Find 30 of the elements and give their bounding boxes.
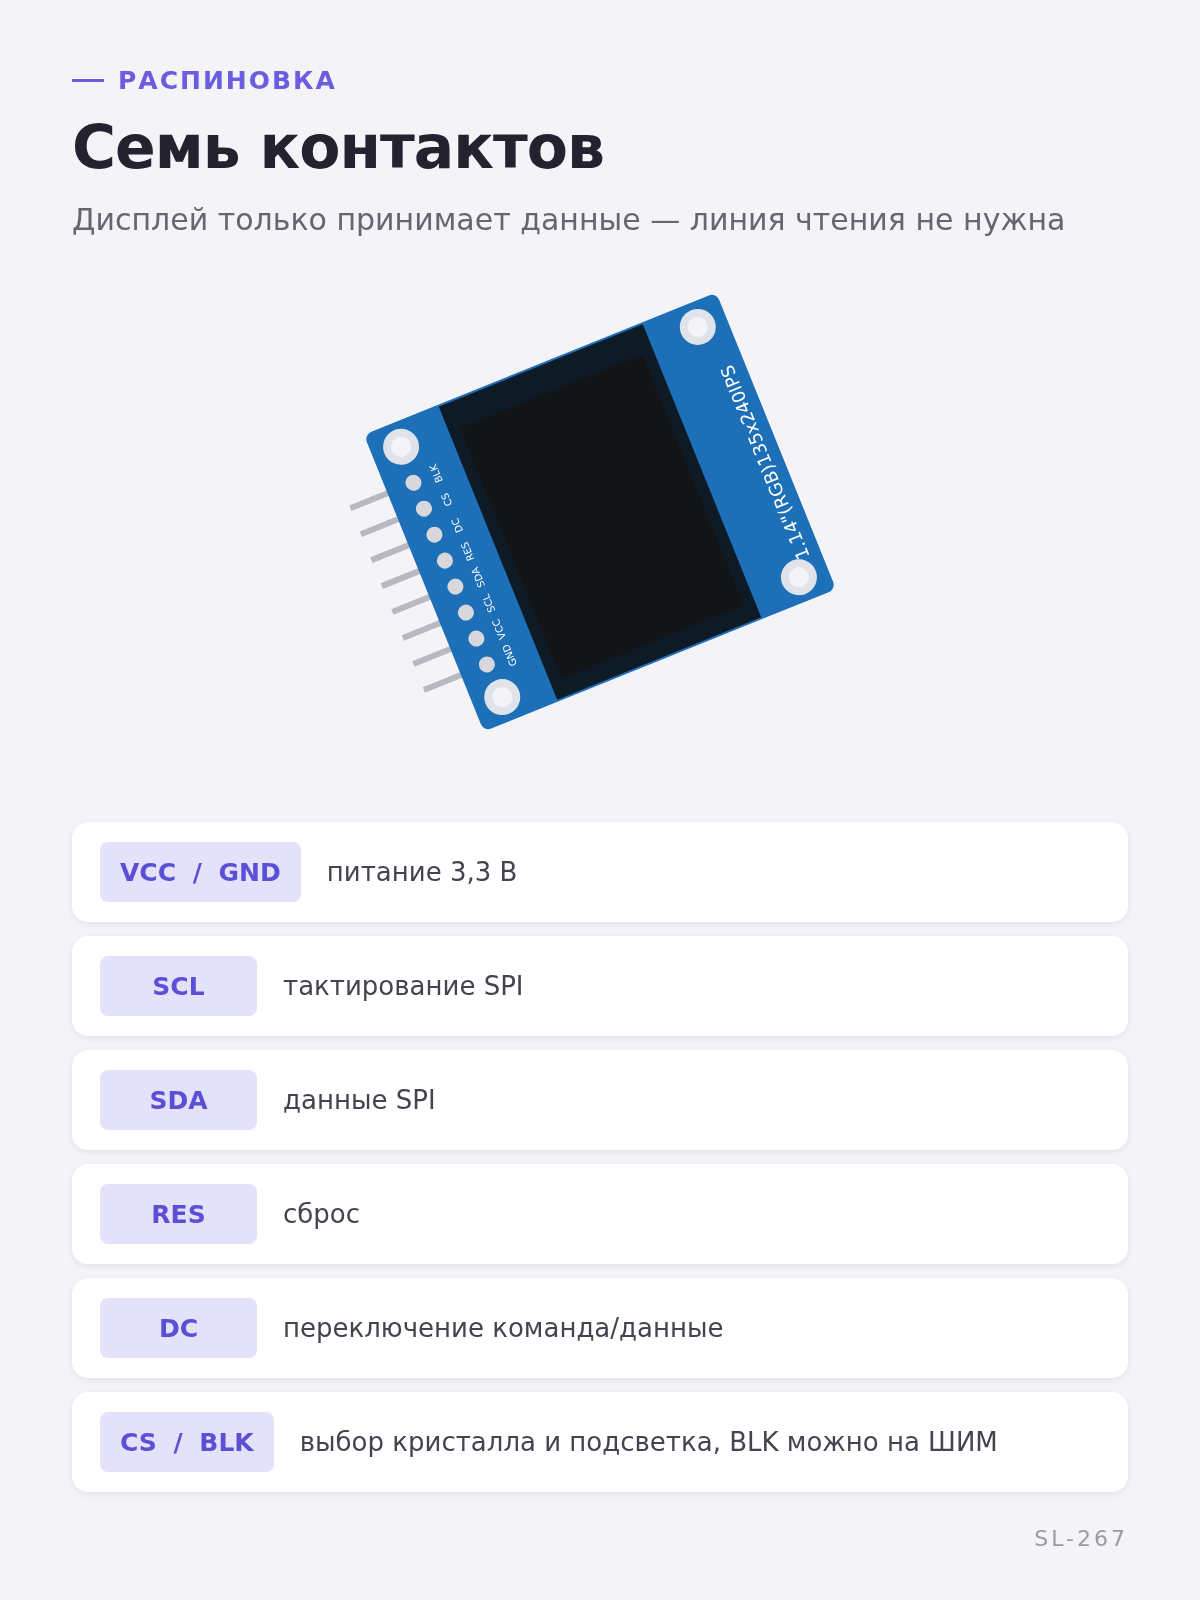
pin-name: VCC / GND xyxy=(100,842,301,902)
pin-label: RES xyxy=(458,540,477,563)
page-code: SL-267 xyxy=(1034,1526,1128,1551)
subtitle: Дисплей только принимает данные — линия чтения не нужна xyxy=(72,202,1066,237)
pin-row-card xyxy=(72,1392,1128,1492)
pin-label: SCL xyxy=(480,592,498,615)
pin-row-card xyxy=(72,1164,1128,1264)
pin-row-card xyxy=(72,1278,1128,1378)
pin-row-card xyxy=(72,1050,1128,1150)
pin-name: SCL xyxy=(100,956,257,1016)
pin-row-card xyxy=(72,822,1128,922)
pin-description: выбор кристалла и подсветка, BLK можно на ШИМ xyxy=(299,1427,998,1457)
pin-label: CS xyxy=(439,491,455,508)
pin-label: GND xyxy=(500,642,519,668)
section-kicker: РАСПИНОВКА xyxy=(118,66,337,95)
pin-description: переключение команда/данные xyxy=(283,1313,724,1343)
pin-label: DC xyxy=(449,516,465,535)
pin-name: RES xyxy=(100,1184,257,1244)
pin-label: SDA xyxy=(469,565,488,590)
pin-description: тактирование SPI xyxy=(283,971,524,1001)
pin-description: данные SPI xyxy=(283,1085,436,1115)
page-title: Семь контактов xyxy=(72,112,604,182)
pin-name: CS / BLK xyxy=(100,1412,274,1472)
pin-description: сброс xyxy=(283,1199,361,1229)
pin-name: SDA xyxy=(100,1070,257,1130)
pin-row-card xyxy=(72,936,1128,1036)
pin-description: питание 3,3 В xyxy=(326,857,518,887)
pin-name: DC xyxy=(100,1298,257,1358)
pin-label: VCC xyxy=(490,617,509,642)
pin-label: BLK xyxy=(427,462,445,485)
